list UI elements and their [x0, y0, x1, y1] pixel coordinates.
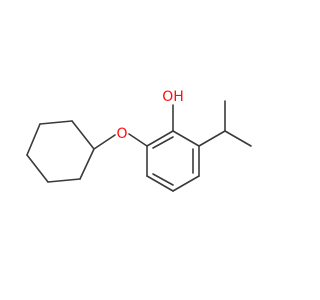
- ether-bonds: [93, 133, 148, 150]
- cyclohexyl-ring: [26, 120, 95, 183]
- benzene-ring: [146, 130, 200, 192]
- structure-diagram: O OH: [26, 89, 252, 192]
- hydroxyl-label: OH: [162, 89, 184, 105]
- isopropyl-group: [198, 100, 252, 147]
- ether-oxygen-label: O: [116, 126, 127, 142]
- molecule-drawing: O OH: [26, 89, 252, 192]
